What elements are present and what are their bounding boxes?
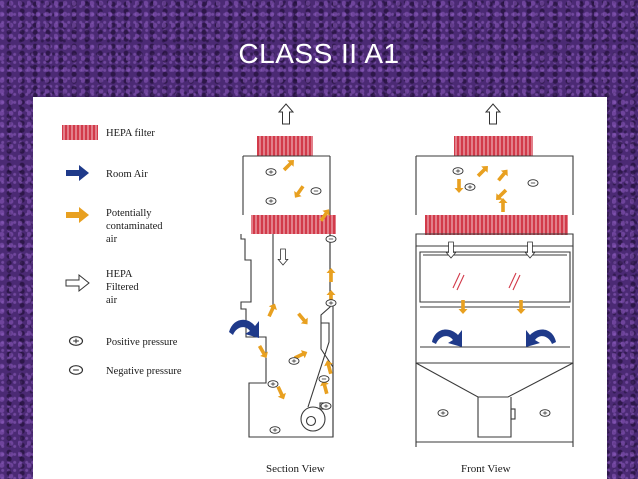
legend-contaminated-line-2: contaminated: [106, 221, 163, 232]
front-room-air-arrow-icon: [526, 329, 556, 347]
flow-arrow: [498, 198, 508, 212]
flow-arrow: [295, 310, 311, 328]
legend-positive-label: Positive pressure: [106, 337, 178, 348]
flow-arrow: [255, 343, 271, 361]
exhaust-hepa-filter: [257, 136, 313, 156]
legend-room-air-label: Room Air: [106, 169, 148, 180]
section-view-label: Section View: [266, 463, 325, 475]
pressure-marker-icon: [267, 380, 279, 388]
contaminated-air-arrow-icon: [66, 207, 89, 223]
flow-arrow: [273, 384, 289, 402]
front-view-label: Front View: [461, 463, 511, 475]
pressure-marker-icon: [265, 168, 277, 176]
front-downflow-arrow-icon: [524, 241, 536, 259]
front-room-air-arrow-icon: [432, 329, 462, 347]
pressure-marker-icon: [325, 235, 337, 243]
biosafety-cabinet-diagram: HEPA filter Room Air Potentially contami…: [62, 103, 574, 475]
slide-title: CLASS II A1: [238, 38, 400, 69]
section-downflow-arrow-icon: [277, 248, 289, 266]
front-view: Front View: [415, 103, 574, 475]
positive-pressure-icon: [68, 336, 84, 346]
pressure-marker-icon: [464, 183, 476, 191]
pressure-marker-icon: [539, 409, 551, 417]
pressure-marker-icon: [269, 426, 281, 434]
flow-arrow: [474, 162, 492, 180]
legend-filtered-line-1: HEPA: [106, 269, 133, 280]
legend-filtered-line-2: Filtered: [106, 282, 139, 293]
front-exhaust-hepa-filter: [454, 136, 533, 156]
flow-arrow: [495, 166, 511, 184]
legend-negative-label: Negative pressure: [106, 366, 182, 377]
legend-contaminated-line-1: Potentially: [106, 208, 152, 219]
flow-arrow: [454, 179, 464, 193]
pressure-marker-icon: [325, 299, 337, 307]
room-air-arrow-icon: [66, 165, 89, 181]
section-view: Section View: [229, 103, 337, 475]
legend-contaminated-line-3: air: [106, 234, 118, 245]
pressure-marker-icon: [288, 357, 300, 365]
supply-hepa-filter: [251, 215, 336, 234]
legend: HEPA filter Room Air Potentially contami…: [62, 125, 182, 377]
flow-arrow: [326, 268, 336, 282]
front-downflow-arrow-icon: [445, 241, 457, 259]
pressure-marker-icon: [318, 375, 330, 383]
pressure-marker-icon: [320, 402, 332, 410]
exhaust-arrow-icon: [278, 103, 294, 125]
pressure-marker-icon: [452, 167, 464, 175]
front-supply-hepa-filter: [425, 215, 568, 235]
negative-pressure-icon: [68, 365, 84, 375]
legend-hepa-swatch: [62, 125, 98, 140]
section-room-air-arrow-icon: [229, 319, 259, 338]
pressure-marker-icon: [265, 197, 277, 205]
flow-arrow: [280, 156, 298, 174]
pressure-marker-icon: [527, 179, 539, 187]
pressure-marker-icon: [310, 187, 322, 195]
front-exhaust-arrow-icon: [485, 103, 501, 125]
filtered-air-arrow-icon: [65, 273, 90, 293]
legend-filtered-line-3: air: [106, 295, 118, 306]
flow-arrow: [291, 183, 307, 201]
legend-hepa-label: HEPA filter: [106, 128, 155, 139]
diagram-panel: HEPA filter Room Air Potentially contami…: [33, 97, 607, 479]
pressure-marker-icon: [437, 409, 449, 417]
flow-arrow: [264, 301, 280, 319]
